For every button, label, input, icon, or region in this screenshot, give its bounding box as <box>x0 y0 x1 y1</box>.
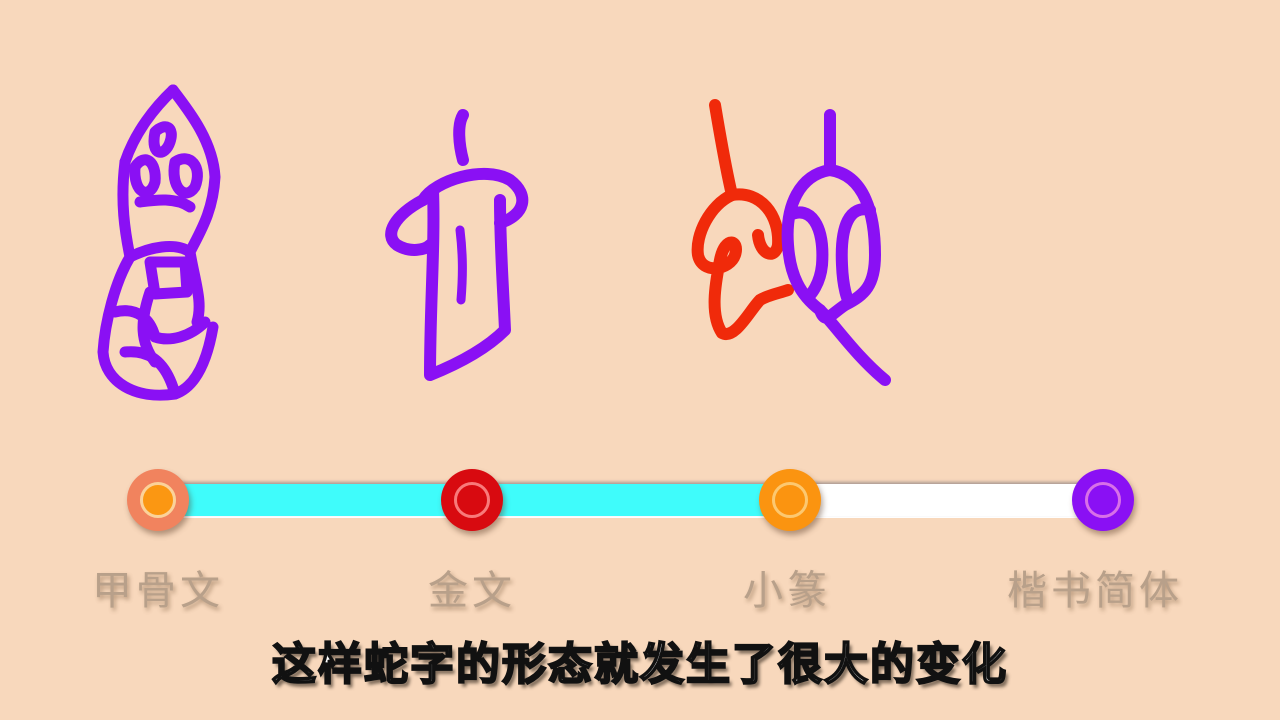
stage-label-bronze: 金文 <box>428 568 516 614</box>
node-ring-icon <box>454 482 490 518</box>
stage-label-oracle-bone: 甲骨文 <box>92 568 224 614</box>
timeline-node-oracle-bone[interactable] <box>127 469 189 531</box>
node-ring-icon <box>1085 482 1121 518</box>
timeline-remaining-bar <box>790 484 1105 516</box>
node-ring-icon <box>772 482 808 518</box>
subtitle-caption: 这样蛇字的形态就发生了很大的变化 <box>271 638 1008 691</box>
stage-label-regular-script: 楷书简体 <box>1007 568 1183 614</box>
timeline-node-small-seal[interactable] <box>759 469 821 531</box>
timeline-track-base <box>158 514 1105 518</box>
oracle-bone-snake-glyph <box>97 84 221 401</box>
timeline-node-bronze[interactable] <box>441 469 503 531</box>
small-seal-snake-glyph <box>691 99 891 386</box>
node-ring-icon <box>140 482 176 518</box>
stage-label-small-seal: 小篆 <box>743 568 831 614</box>
bronze-snake-glyph <box>385 109 529 381</box>
timeline-node-regular-script[interactable] <box>1072 469 1134 531</box>
